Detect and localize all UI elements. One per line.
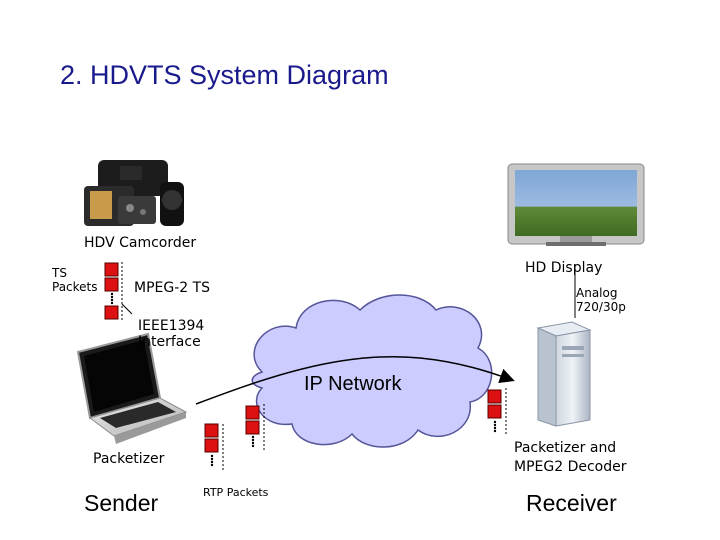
ts-packets-label-line1: TS bbox=[52, 266, 67, 280]
hd-display-label: HD Display bbox=[525, 260, 603, 276]
analog-label-line2: 720/30p bbox=[576, 300, 626, 314]
ts-packets-label-line2: Packets bbox=[52, 280, 98, 294]
packetizer-label: Packetizer bbox=[93, 451, 165, 467]
mpeg2-ts-label: MPEG-2 TS bbox=[134, 280, 211, 296]
cloud-icon bbox=[251, 294, 493, 448]
rtp-packets-label: RTP Packets bbox=[203, 486, 269, 499]
packet-stack-icon bbox=[487, 388, 507, 436]
receiver-desc-line1: Packetizer and bbox=[514, 440, 617, 456]
ieee1394-link bbox=[121, 303, 133, 315]
packet-stack-icon bbox=[245, 404, 265, 452]
laptop-icon bbox=[76, 332, 188, 444]
network-arrow bbox=[195, 355, 515, 405]
ip-network-label: IP Network bbox=[304, 373, 402, 395]
receiver-desc-line2: MPEG2 Decoder bbox=[514, 459, 627, 475]
packet-stack-icon bbox=[104, 262, 123, 320]
receiver-label: Receiver bbox=[526, 490, 617, 516]
page-title: 2. HDVTS System Diagram bbox=[60, 60, 389, 90]
camcorder-label: HDV Camcorder bbox=[84, 235, 197, 251]
ieee1394-label-line1: IEEE1394 bbox=[138, 318, 205, 334]
camcorder-icon bbox=[84, 160, 184, 226]
analog-label-line1: Analog bbox=[576, 286, 618, 300]
tv-display-icon bbox=[507, 163, 645, 246]
packet-stack-icon bbox=[204, 423, 224, 470]
ieee1394-label-line2: Interface bbox=[138, 334, 201, 350]
sender-label: Sender bbox=[84, 490, 159, 516]
pc-tower-icon bbox=[536, 321, 592, 427]
